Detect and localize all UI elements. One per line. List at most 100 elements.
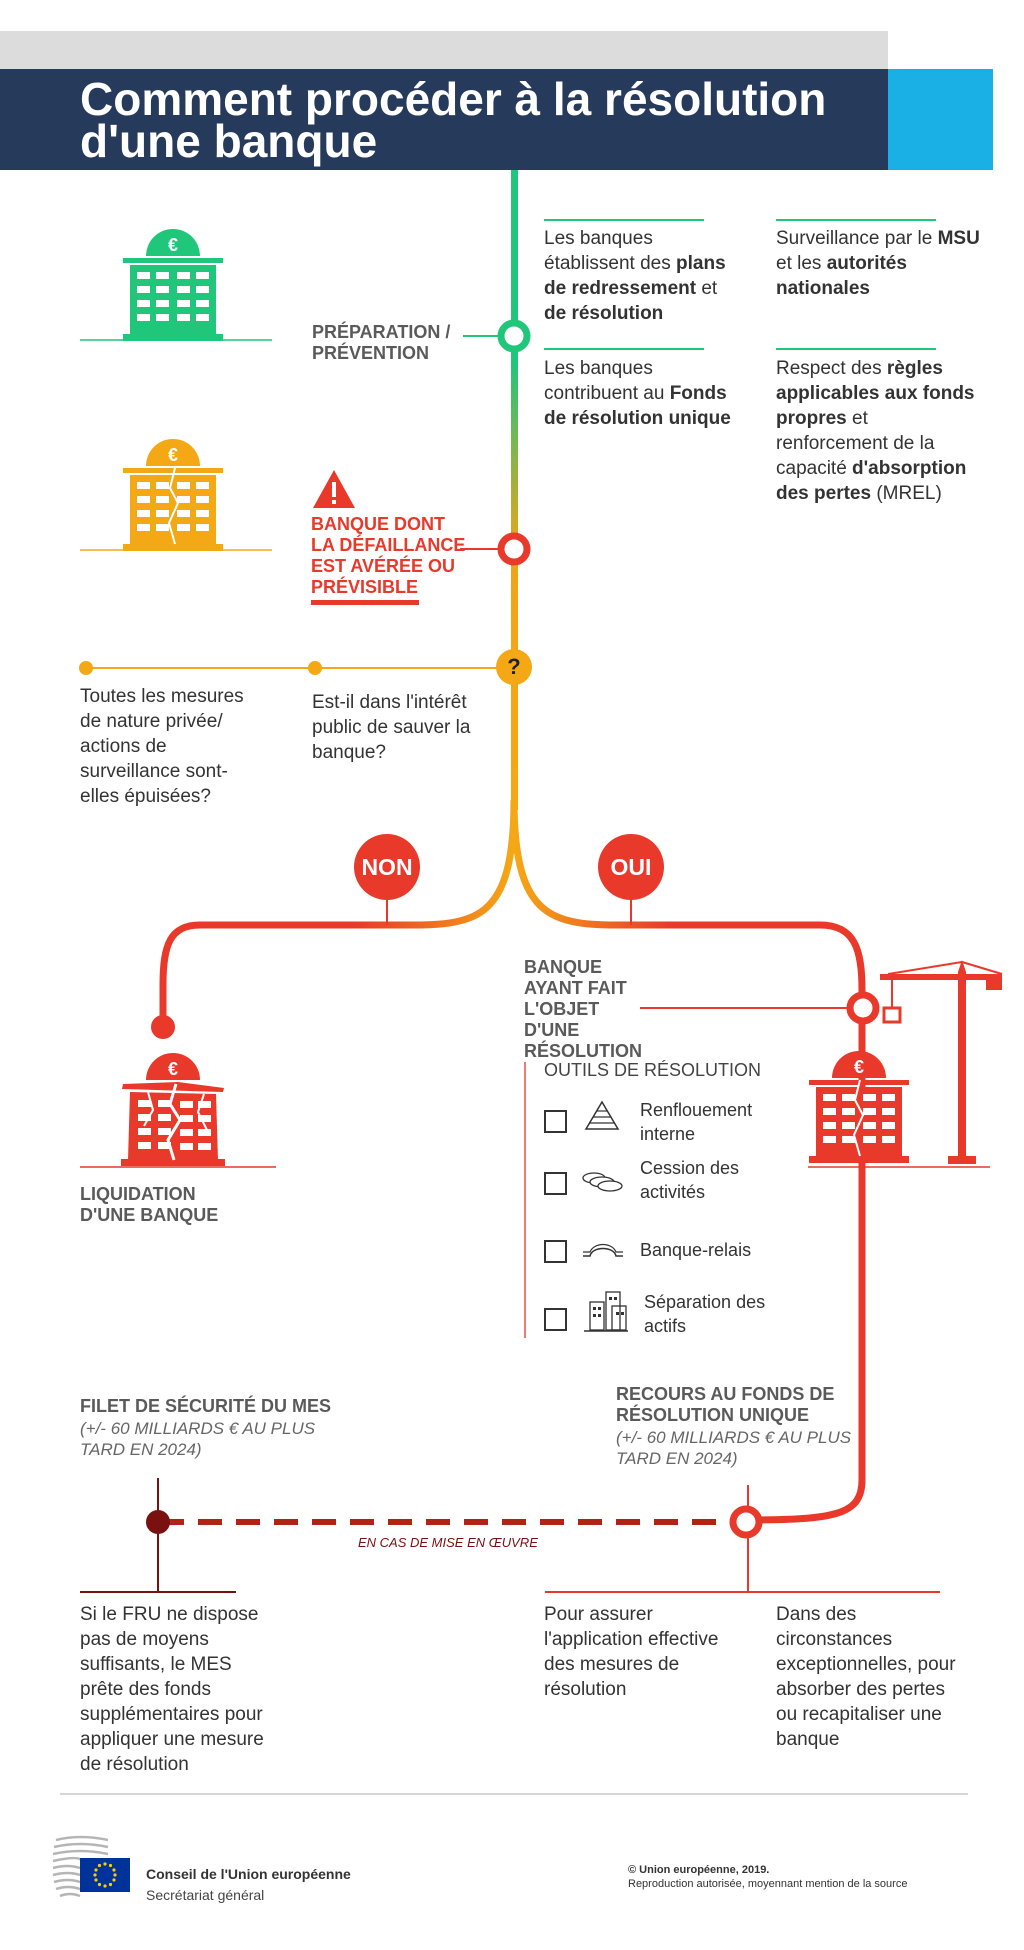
coins-icon <box>582 1172 623 1192</box>
prep-rules-part2: règles applicables aux fonds propres <box>776 358 975 429</box>
tool-checkbox-bridge[interactable] <box>544 1240 567 1263</box>
prep-surv-part3: et les <box>776 253 827 274</box>
prep-surv-part2: MSU <box>937 228 980 249</box>
prep-plans-part3: et <box>696 278 718 299</box>
node-resolved <box>846 991 880 1025</box>
page-title: Comment procéder à la résolution d'une b… <box>80 73 880 167</box>
resolved-bank-label: BANQUE AYANT FAIT L'OBJET D'UNE RÉSOLUTI… <box>524 957 644 1062</box>
svg-text:€: € <box>168 1059 178 1079</box>
tool-label-asset-separation: Séparation des actifs <box>644 1292 766 1336</box>
dashed-link-label: EN CAS DE MISE EN ŒUVRE <box>358 1535 538 1550</box>
tool-checkbox-asset-separation[interactable] <box>544 1308 567 1331</box>
fru-description-effective: Pour assurer l'application effective des… <box>544 1604 719 1700</box>
svg-text:€: € <box>168 235 178 255</box>
page-title-line2: d'une banque <box>80 115 378 167</box>
footer-copyright: © Union européenne, 2019. <box>628 1864 770 1876</box>
prep-fund-part1: Les banques contribuent au <box>544 358 670 404</box>
tool-checkbox-bail-in[interactable] <box>544 1110 567 1133</box>
title-top-band <box>0 31 888 69</box>
preparation-label-line1: PRÉPARATION / <box>312 322 451 342</box>
warning-icon <box>313 470 355 508</box>
prep-rules-part4: d'absorption des pertes <box>776 458 967 504</box>
prep-rules-part1: Respect des <box>776 358 887 379</box>
bank-building-crane-icon: € <box>809 960 1003 1164</box>
prep-fund-part2: Fonds de résolution unique <box>544 383 731 429</box>
prep-surveillance-text: Surveillance par le MSU et les autorités… <box>776 226 981 301</box>
prep-plans-part2: plans de redressement <box>544 253 726 299</box>
bank-building-cracked-orange-icon: € <box>123 439 223 551</box>
pyramid-icon <box>584 1100 620 1130</box>
resolved-line4: D'UNE <box>524 1020 580 1040</box>
fru-description-exceptional: Dans des circonstances exceptionnelles, … <box>776 1604 956 1750</box>
prep-rules-part5: (MREL) <box>871 483 942 504</box>
tool-label-bail-in: Renflouement interne <box>640 1100 753 1144</box>
non-circle <box>354 834 420 900</box>
resolved-line5: RÉSOLUTION <box>524 1041 643 1061</box>
failing-line3: EST AVÉRÉE OU <box>311 556 456 576</box>
tools-heading: OUTILS DE RÉSOLUTION <box>544 1060 762 1080</box>
branch-right-line <box>510 799 866 1524</box>
question-dot-1 <box>79 661 93 675</box>
failing-line4: PRÉVISIBLE <box>311 577 419 597</box>
footer-org-sub: Secrétariat général <box>146 1887 265 1903</box>
footer-org-name: Conseil de l'Union européenne <box>146 1866 351 1882</box>
question-measures-text: Toutes les mesures de nature privée/ act… <box>80 686 244 807</box>
resolved-line3: L'OBJET <box>524 999 600 1019</box>
failing-line2: LA DÉFAILLANCE <box>311 535 466 555</box>
fru-title-line2: RÉSOLUTION UNIQUE <box>616 1405 810 1425</box>
question-public-interest-text: Est-il dans l'intérêt public de sauver l… <box>312 692 471 763</box>
tool-label-bridge: Banque-relais <box>640 1240 752 1260</box>
preparation-label-line2: PRÉVENTION <box>312 343 430 363</box>
prep-rules-part3: et renforcement de la capacité <box>776 408 935 479</box>
node-mes <box>146 1510 170 1534</box>
failing-bank-label: BANQUE DONT LA DÉFAILLANCE EST AVÉRÉE OU… <box>311 514 481 598</box>
prep-surv-part4: autorités nationales <box>776 253 907 299</box>
footer-reproduction: Reproduction autorisée, moyennant mentio… <box>628 1878 908 1890</box>
mes-subtitle: (+/- 60 MILLIARDS € AU PLUS TARD EN 2024… <box>80 1418 315 1460</box>
tool-checkbox-sale[interactable] <box>544 1172 567 1195</box>
bank-building-green-icon: € <box>123 229 223 341</box>
prep-plans-part4: de résolution <box>544 303 664 324</box>
mes-subtitle-line1: (+/- 60 MILLIARDS € AU PLUS <box>80 1419 316 1438</box>
mes-title: FILET DE SÉCURITÉ DU MES <box>80 1396 332 1416</box>
liquidation-line2: D'UNE BANQUE <box>80 1205 219 1225</box>
oui-label: OUI <box>610 854 652 880</box>
failing-underline <box>311 600 419 605</box>
branch-left-line <box>159 799 518 1025</box>
oui-circle <box>598 834 664 900</box>
liquidation-line1: LIQUIDATION <box>80 1184 196 1204</box>
liquidation-label: LIQUIDATION D'UNE BANQUE <box>80 1184 280 1226</box>
node-preparation <box>497 319 531 353</box>
buildings-icon <box>584 1291 628 1332</box>
failing-line1: BANQUE DONT <box>311 514 445 534</box>
question-mark: ? <box>507 654 521 679</box>
trunk-line <box>511 170 518 810</box>
liquidation-dot <box>151 1015 175 1039</box>
bank-building-collapsed-icon: € <box>121 1053 225 1166</box>
prep-plans-text: Les banques établissent des plans de red… <box>544 226 744 326</box>
title-accent-block <box>888 69 993 170</box>
svg-text:€: € <box>168 445 178 465</box>
tool-label-sale: Cession des activités <box>640 1158 740 1202</box>
fru-subtitle-line2: TARD EN 2024) <box>616 1449 738 1468</box>
non-label: NON <box>361 854 413 880</box>
fru-subtitle: (+/- 60 MILLIARDS € AU PLUS TARD EN 2024… <box>616 1427 851 1469</box>
page-title-line1: Comment procéder à la résolution <box>80 73 827 125</box>
preparation-label: PRÉPARATION / PRÉVENTION <box>312 322 472 364</box>
prep-plans-part1: Les banques établissent des <box>544 228 677 274</box>
fru-title-line1: RECOURS AU FONDS DE <box>616 1384 835 1404</box>
fru-title: RECOURS AU FONDS DE RÉSOLUTION UNIQUE <box>616 1384 834 1426</box>
prep-rules-text: Respect des règles applicables aux fonds… <box>776 356 981 506</box>
divider-col2-top <box>776 219 936 221</box>
mes-description: Si le FRU ne dispose pas de moyens suffi… <box>80 1604 264 1775</box>
bridge-icon <box>583 1243 623 1257</box>
title-banner <box>0 69 888 170</box>
divider-col2-bottom <box>776 348 936 350</box>
prep-surv-part1: Surveillance par le <box>776 228 938 249</box>
prep-fund-text: Les banques contribuent au Fonds de réso… <box>544 356 744 431</box>
fru-subtitle-line1: (+/- 60 MILLIARDS € AU PLUS <box>616 1428 852 1447</box>
node-question <box>496 649 532 685</box>
question-dot-2 <box>308 661 322 675</box>
mes-subtitle-line2: TARD EN 2024) <box>80 1440 202 1459</box>
